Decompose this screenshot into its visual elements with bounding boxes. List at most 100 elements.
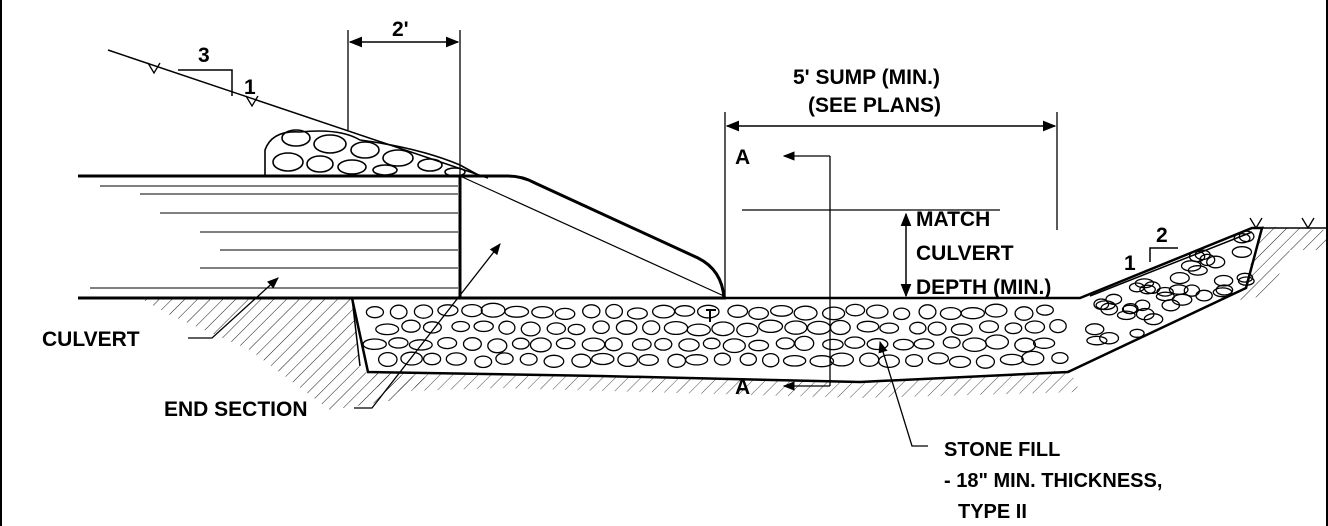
stone [408, 339, 433, 351]
stone [422, 352, 442, 366]
section-a-top-label: A [735, 146, 750, 169]
stone [531, 305, 554, 319]
slope-right-rise-label: 1 [1124, 252, 1136, 275]
stone-fill [350, 226, 1264, 384]
stone [554, 307, 576, 321]
stone [1206, 255, 1226, 269]
stone-fill-label-line3: TYPE II [958, 501, 1027, 523]
stone [702, 337, 721, 350]
stone [909, 321, 927, 335]
stone [713, 352, 732, 366]
earth-hatch-channel [368, 370, 1080, 398]
stone [727, 304, 749, 318]
stone [375, 323, 400, 336]
stone [829, 352, 855, 367]
stone [638, 353, 659, 367]
stone [529, 337, 552, 353]
stone [1237, 276, 1255, 286]
stone [667, 353, 687, 368]
stone [1128, 282, 1145, 293]
stone [1032, 337, 1056, 349]
stone [413, 304, 434, 319]
stone [615, 320, 638, 335]
culvert-label: CULVERT [42, 328, 140, 351]
stone [1168, 284, 1189, 295]
dimension-2ft: 2' [347, 18, 461, 178]
stone [784, 320, 808, 335]
section-cut-a: A A [735, 146, 831, 399]
right-bank: 2 1 [1124, 217, 1328, 275]
riprap-embankment [264, 129, 481, 177]
stone [1215, 284, 1234, 296]
stone [1139, 284, 1156, 295]
stone [605, 303, 624, 319]
stone [1024, 320, 1046, 334]
stone [1156, 286, 1174, 297]
stone [892, 307, 911, 321]
stone [571, 353, 592, 368]
stone [962, 337, 988, 353]
stone [913, 338, 935, 350]
stone [879, 322, 900, 334]
stone [445, 352, 467, 366]
stone [495, 352, 514, 365]
stone [950, 323, 973, 337]
stone [388, 337, 409, 349]
stone [748, 339, 770, 352]
stone [581, 337, 606, 352]
sump-label-line2: (SEE PLANS) [808, 94, 941, 117]
stone [736, 322, 759, 338]
stone [684, 354, 709, 366]
stone [473, 320, 494, 333]
stone [604, 337, 623, 352]
match-label-line3: DEPTH (MIN.) [916, 276, 1051, 299]
stone-fill-label-line1: STONE FILL [944, 439, 1060, 461]
stone [1036, 304, 1054, 316]
stone [480, 302, 506, 318]
stone [927, 321, 947, 336]
stone [592, 320, 610, 335]
stone [686, 323, 711, 337]
stone [866, 338, 889, 351]
end-section [459, 174, 726, 322]
stone-fill-label-line2: - 18" MIN. THICKNESS, [944, 470, 1162, 492]
stone [582, 304, 601, 319]
stone [892, 338, 915, 351]
stone [1238, 230, 1255, 243]
stone [821, 306, 846, 321]
stone [1086, 335, 1108, 346]
stone [498, 320, 516, 335]
stone [844, 336, 866, 349]
stone [782, 354, 807, 367]
match-label-line1: MATCH [916, 208, 990, 231]
end-section-callout: END SECTION [164, 243, 501, 421]
stone [878, 354, 900, 369]
stone [769, 304, 794, 317]
stone [1100, 302, 1119, 316]
stone [722, 338, 746, 354]
stone [748, 306, 770, 320]
stone [927, 352, 950, 365]
stone [1199, 253, 1216, 267]
stone [1188, 250, 1206, 263]
stone [504, 305, 530, 318]
slope-right-run-label: 2 [1156, 224, 1168, 247]
stone [829, 319, 851, 336]
stone [546, 322, 567, 335]
stone [1171, 293, 1193, 306]
stone [474, 355, 493, 369]
stone [437, 336, 458, 350]
stone [1116, 310, 1136, 321]
earth-hatch-left [140, 298, 430, 410]
stone [651, 304, 676, 319]
stone [761, 352, 780, 368]
stone [389, 304, 408, 320]
stone [617, 352, 639, 368]
stone [1051, 351, 1069, 365]
dimension-depth: MATCH CULVERT DEPTH (MIN.) [742, 208, 1051, 299]
stone [775, 337, 795, 350]
stone [626, 307, 648, 320]
stone [1161, 299, 1181, 312]
stone [377, 351, 398, 368]
stone [1004, 322, 1023, 335]
